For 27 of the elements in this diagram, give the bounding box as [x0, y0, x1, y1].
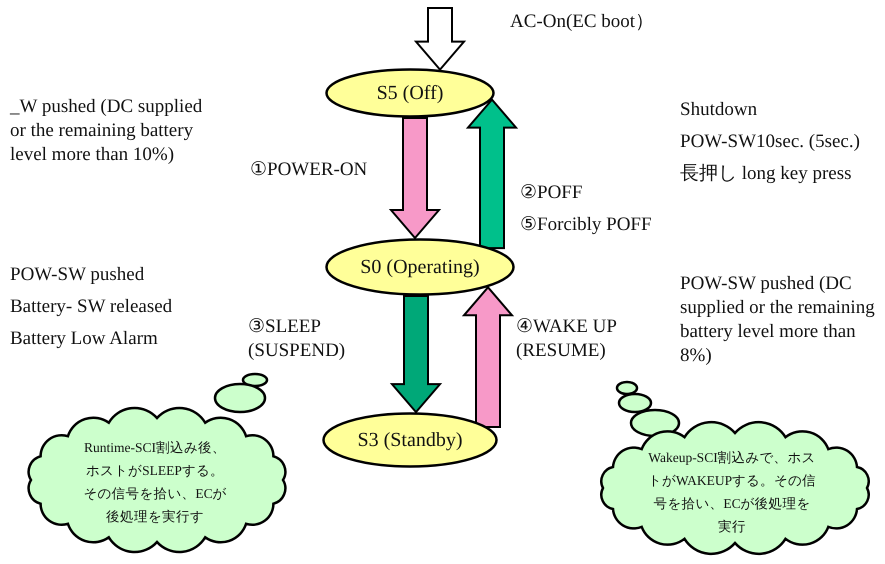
note-text: POW-SW pushed — [10, 263, 146, 287]
note-text: _W pushed (DC supplied or the remaining battery level more than 10%) — [10, 95, 204, 167]
edge-label: AC-On(EC boot） — [510, 10, 656, 34]
block-arrow — [466, 98, 518, 250]
state-ellipse — [325, 238, 515, 296]
note-text: POW-SW10sec. (5sec.) — [680, 130, 861, 154]
note-text: ⑤Forcibly POFF — [520, 213, 653, 237]
note-text: Shutdown — [680, 98, 758, 122]
state-name: S0 (Operating) — [359, 255, 481, 279]
state-ellipse — [325, 68, 495, 118]
note-text: Battery Low Alarm — [10, 327, 159, 351]
edge-label: ①POWER-ON — [250, 158, 368, 182]
block-arrow — [462, 286, 514, 428]
edge-label: ④WAKE UP (RESUME) — [516, 315, 618, 363]
cloud-text: Wakeup-SCI割込みで、ホストがWAKEUPする。その信号を拾い、ECが後処理を実行 — [647, 449, 817, 536]
note-text: Battery- SW released — [10, 295, 174, 319]
note-text: 長押し long key press — [680, 162, 853, 186]
cloud-text: Runtime-SCI割込み後、ホストがSLEEPする。その信号を拾い、ECが後処理を実行す — [82, 439, 228, 526]
state-ellipse — [322, 412, 498, 468]
edge-label: ③SLEEP (SUSPEND) — [248, 315, 346, 363]
block-arrow — [388, 117, 442, 240]
note-text: POW-SW pushed (DC supplied or the remaining battery level more than 8%) — [680, 272, 876, 368]
block-arrow — [390, 295, 442, 414]
edge-label: ②POFF — [520, 181, 584, 205]
state-name: S3 (Standby) — [356, 428, 464, 452]
block-arrow — [414, 7, 466, 72]
state-name: S5 (Off) — [376, 81, 444, 105]
